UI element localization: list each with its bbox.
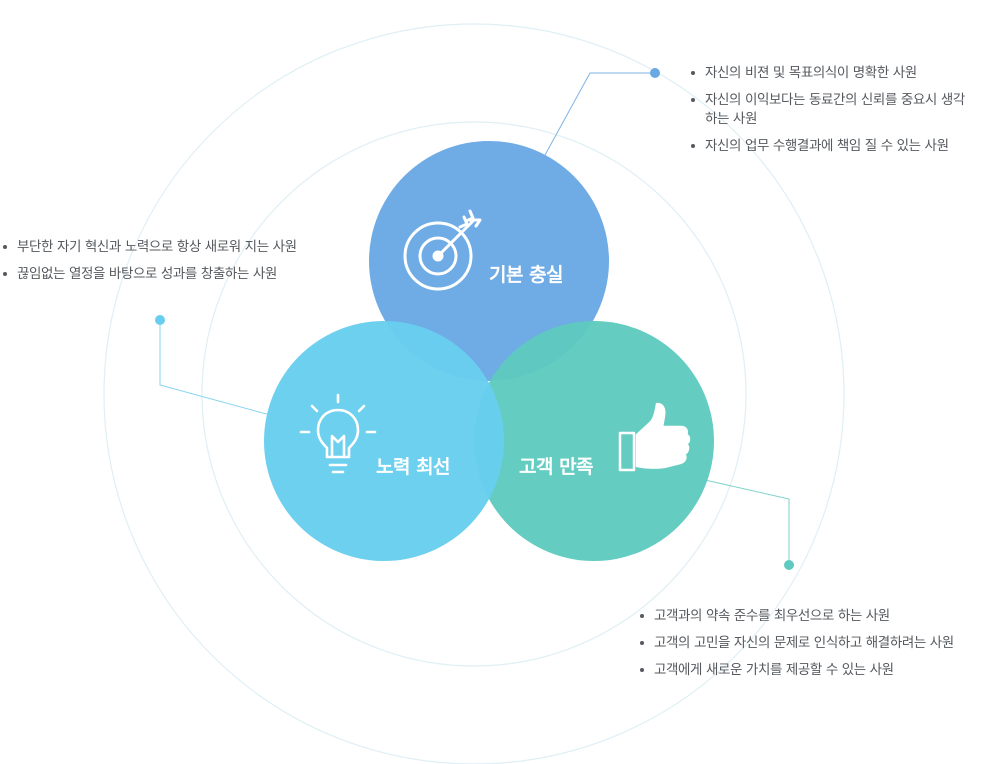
list-item: 자신의 업무 수행결과에 책임 질 수 있는 사원 [688, 137, 988, 156]
list-effort: 부단한 자기 혁신과 노력으로 항상 새로워 지는 사원 끊임없는 열정을 바탕… [0, 238, 360, 292]
list-customer: 고객과의 약속 준수를 최우선으로 하는 사원 고객의 고민을 자신의 문제로 … [637, 607, 995, 688]
list-item: 자신의 이익보다는 동료간의 신뢰를 중요시 생각하는 사원 [688, 91, 965, 129]
inner-ring [201, 121, 747, 667]
circle-basic [369, 141, 609, 381]
list-item: 자신의 비젼 및 목표의식이 명확한 사원 [688, 64, 988, 83]
list-item: 고객의 고민을 자신의 문제로 인식하고 해결하려는 사원 [637, 634, 995, 653]
lightbulb-icon [299, 393, 377, 474]
list-item: 고객과의 약속 준수를 최우선으로 하는 사원 [637, 607, 995, 626]
connector-dot-customer [784, 560, 794, 570]
circle-label-basic: 기본 충실 [489, 264, 564, 286]
connector-customer [704, 479, 790, 565]
list-basic: 자신의 비젼 및 목표의식이 명확한 사원 자신의 이익보다는 동료간의 신뢰를… [688, 64, 988, 164]
connector-dot-effort [155, 315, 165, 325]
list-item: 부단한 자기 혁신과 노력으로 항상 새로워 지는 사원 [0, 238, 360, 257]
connector-effort [159, 320, 271, 416]
list-item: 고객에게 새로운 가치를 제공할 수 있는 사원 [637, 661, 995, 680]
circle-label-effort: 노력 최선 [376, 456, 451, 478]
connector-basic [544, 72, 655, 156]
thumbs-up-icon [618, 402, 691, 472]
circle-customer [474, 321, 714, 561]
circle-effort [264, 321, 504, 561]
list-item: 끊임없는 열정을 바탕으로 성과를 창출하는 사원 [0, 265, 360, 284]
target-arrow-icon [403, 209, 482, 291]
outer-ring [103, 23, 845, 764]
circle-label-customer: 고객 만족 [519, 456, 594, 478]
connector-dot-basic [650, 68, 660, 78]
